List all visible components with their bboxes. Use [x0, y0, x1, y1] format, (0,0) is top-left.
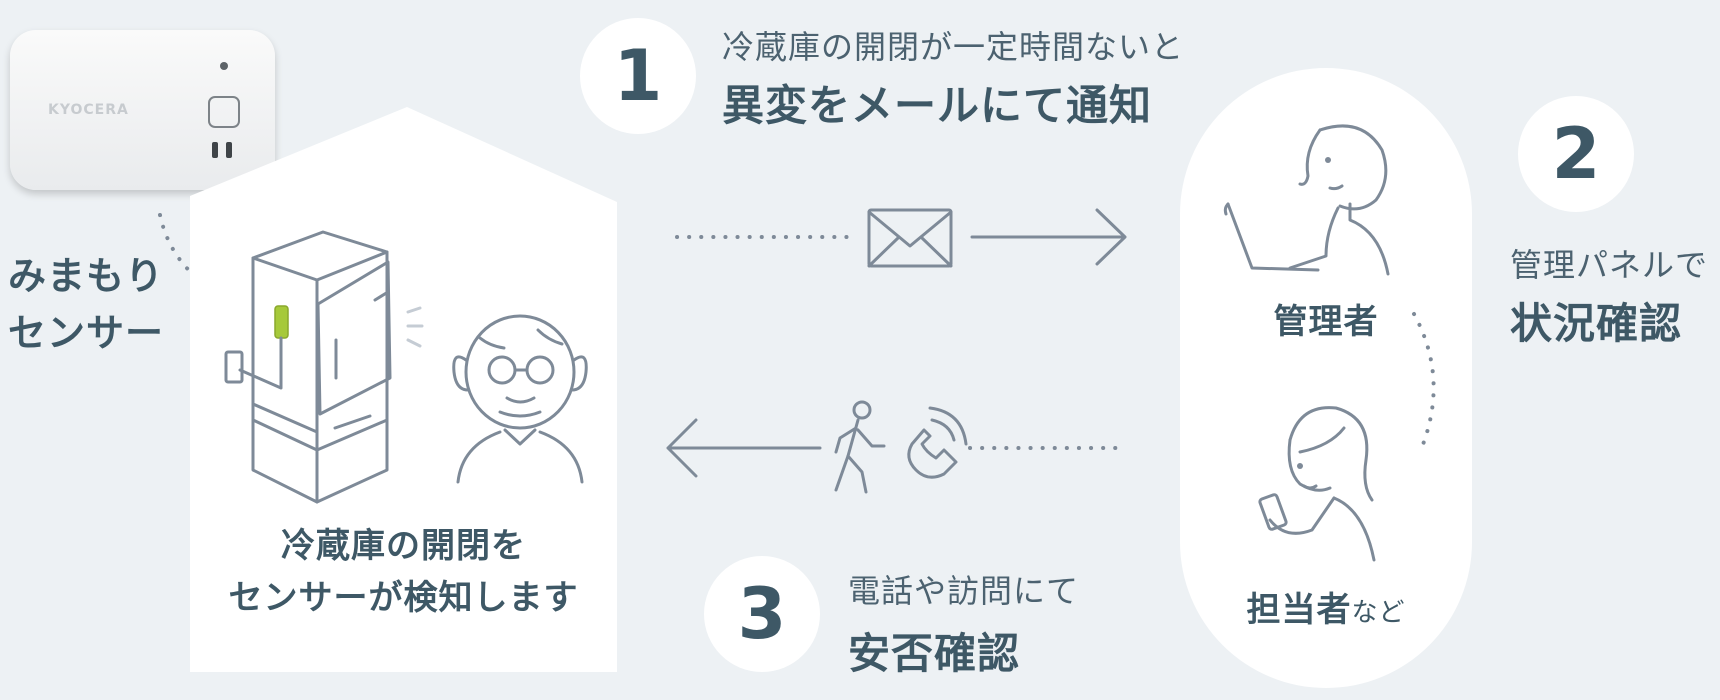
sensor-button: [208, 96, 240, 128]
sensor-device: KYOCERA: [10, 30, 275, 190]
step1-number-circle: 1: [580, 18, 696, 134]
staff-label-suffix: など: [1351, 598, 1406, 628]
step2-lead-text: 管理パネルで: [1510, 246, 1709, 284]
sensor-port-left: [212, 142, 218, 158]
staff-label-main: 担当者: [1246, 590, 1352, 630]
admin-label: 管理者: [1273, 302, 1379, 342]
step3-number-circle: 3: [704, 556, 820, 672]
contacts-pill: [1180, 68, 1472, 688]
sensor-led: [220, 62, 228, 70]
house-caption-line1: 冷蔵庫の開閉を: [281, 526, 526, 566]
house-caption: 冷蔵庫の開閉を センサーが検知します: [190, 520, 617, 624]
sensor-label-line1: みまもり: [8, 254, 165, 298]
sensor-label-line2: センサー: [8, 311, 165, 355]
step2-number-circle: 2: [1518, 96, 1634, 212]
step3-lead-text: 電話や訪問にて: [848, 572, 1080, 610]
house-caption-line2: センサーが検知します: [228, 578, 579, 618]
step3-strong-text: 安否確認: [848, 629, 1021, 678]
sensor-port-right: [226, 142, 232, 158]
step1-lead-text: 冷蔵庫の開閉が一定時間ないと: [722, 28, 1185, 66]
step2-strong-text: 状況確認: [1510, 299, 1683, 348]
staff-label: 担当者など: [1180, 584, 1472, 639]
sensor-brand-logo: KYOCERA: [48, 102, 129, 118]
step1-strong-text: 異変をメールにて通知: [722, 81, 1153, 130]
